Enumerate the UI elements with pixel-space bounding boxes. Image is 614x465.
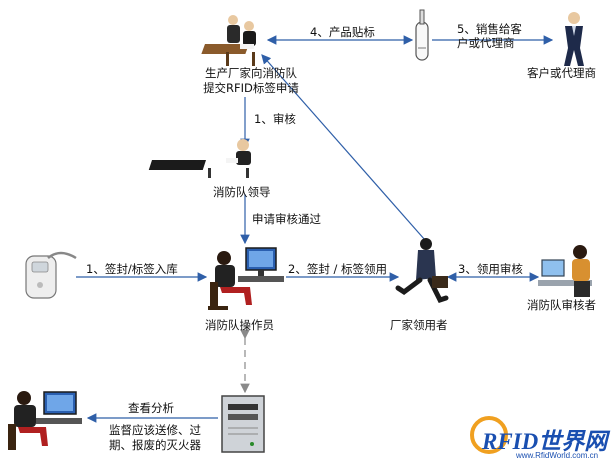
label-review: 1、审核 — [254, 112, 296, 126]
label-seal-out: 2、签封 / 标签领用 — [288, 262, 388, 276]
operator-icon — [208, 247, 284, 310]
label-approved: 申请审核通过 — [252, 212, 321, 226]
label-operator: 消防队操作员 — [205, 318, 274, 332]
arrow-collector-to-manufacturer — [261, 54, 426, 241]
logo-brand: RFID世界网 — [482, 429, 608, 454]
fire-leader-icon — [148, 139, 251, 178]
manufacturer-icon — [201, 15, 256, 66]
label-supervise: 监督应该送修、过 期、报废的灭火器 — [109, 423, 201, 452]
rfid-reader-icon — [25, 251, 77, 299]
label-step4: 4、产品贴标 — [310, 25, 375, 39]
label-collector: 厂家领用者 — [390, 318, 448, 332]
logo-url: www.RfidWorld.com.cn — [516, 451, 599, 460]
label-customer: 客户或代理商 — [527, 66, 596, 80]
logo-ring — [470, 416, 508, 454]
label-reviewer: 消防队审核者 — [527, 298, 596, 312]
rfid-tag-icon — [415, 9, 429, 61]
collector-icon — [395, 238, 449, 304]
rfid-world-logo: RFID世界网 www.RfidWorld.com.cn — [470, 414, 610, 462]
server-icon — [221, 395, 265, 453]
label-fire-leader: 消防队领导 — [213, 185, 271, 199]
reviewer-icon — [538, 245, 592, 297]
label-seal-in: 1、签封/标签入库 — [86, 262, 178, 276]
label-manufacturer: 生产厂家向消防队 提交RFID标签申请 — [203, 66, 299, 95]
label-analysis: 查看分析 — [128, 401, 174, 415]
label-collect-review: 3、领用审核 — [458, 262, 523, 276]
customer-icon — [564, 12, 584, 66]
label-step5: 5、销售给客 户或代理商 — [457, 22, 522, 50]
supervisor-icon — [8, 391, 82, 450]
